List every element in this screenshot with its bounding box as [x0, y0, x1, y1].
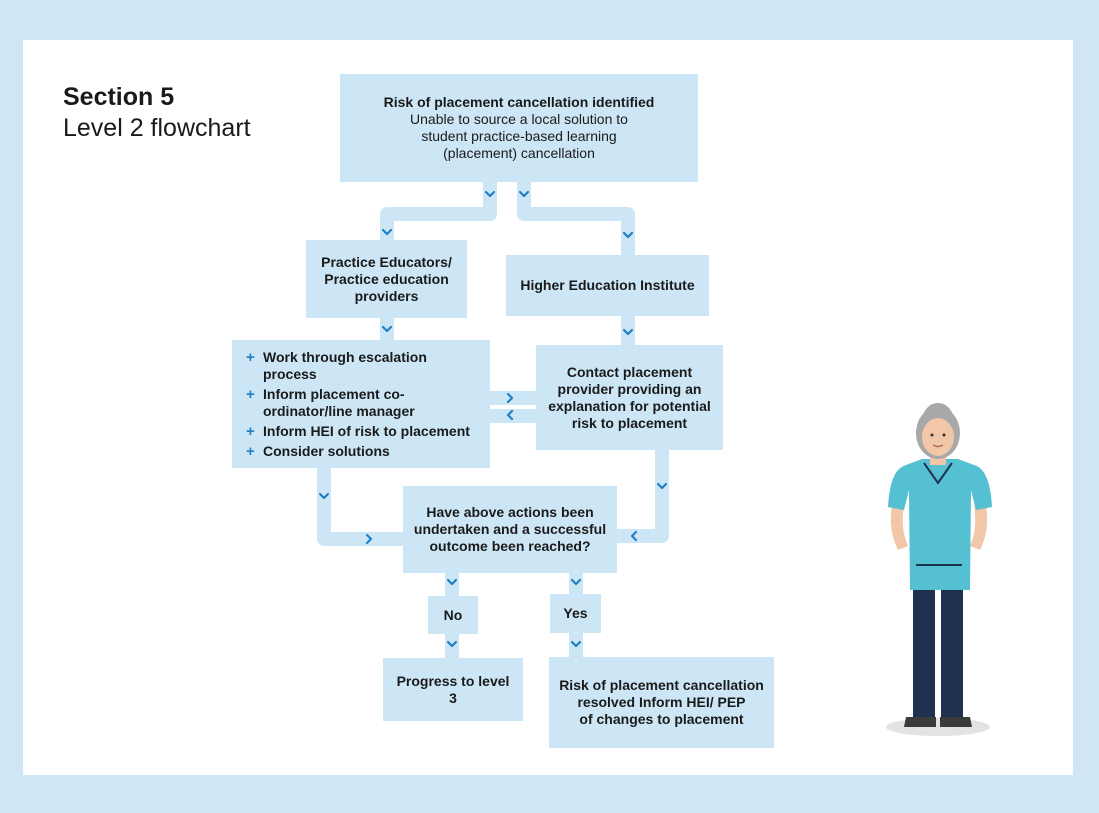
decision-label: Have above actions been undertaken and a…	[413, 504, 607, 554]
no-box: No	[428, 596, 478, 634]
start-title: Risk of placement cancellation identifie…	[383, 94, 655, 110]
chevron-down-icon	[446, 640, 458, 648]
practice-educators-box: Practice Educators/ Practice education p…	[306, 240, 467, 318]
hei-label: Higher Education Institute	[520, 277, 695, 293]
start-body: Unable to source a local solution to stu…	[410, 111, 628, 161]
chevron-down-icon	[446, 578, 458, 586]
chevron-left-icon	[506, 409, 514, 421]
actions-box: +Work through escalation process +Inform…	[232, 340, 490, 468]
practice-educators-label: Practice Educators/ Practice education p…	[321, 253, 452, 304]
chevron-down-icon	[518, 190, 530, 198]
chevron-down-icon	[381, 325, 393, 333]
chevron-down-icon	[381, 228, 393, 236]
chevron-right-icon	[506, 392, 514, 404]
contact-label: Contact placement provider providing an …	[548, 363, 711, 431]
chevron-down-icon	[656, 482, 668, 490]
chevron-right-icon	[365, 533, 373, 545]
chevron-down-icon	[570, 578, 582, 586]
plus-icon: +	[246, 422, 255, 440]
plus-icon: +	[246, 348, 255, 366]
chevron-down-icon	[570, 640, 582, 648]
list-item: +Inform placement co-ordinator/line mana…	[246, 385, 415, 419]
chevron-down-icon	[318, 492, 330, 500]
decision-box: Have above actions been undertaken and a…	[403, 486, 617, 573]
resolved-text: Risk of placement cancellation resolved …	[559, 677, 764, 727]
hei-box: Higher Education Institute	[506, 255, 709, 316]
yes-box: Yes	[550, 594, 601, 633]
no-label: No	[443, 606, 463, 623]
progress-box: Progress to level 3	[383, 658, 523, 721]
start-box: Risk of placement cancellation identifie…	[340, 74, 698, 182]
plus-icon: +	[246, 442, 255, 460]
chevron-down-icon	[484, 190, 496, 198]
flowchart-title: Level 2 flowchart	[63, 114, 251, 142]
title-block: Section 5 Level 2 flowchart	[63, 82, 251, 144]
plus-icon: +	[246, 385, 255, 403]
contact-box: Contact placement provider providing an …	[536, 345, 723, 450]
nurse-illustration	[886, 403, 992, 736]
progress-label: Progress to level 3	[396, 672, 510, 706]
chevron-down-icon	[622, 328, 634, 336]
section-title: Section 5	[63, 83, 175, 111]
actions-list: +Work through escalation process +Inform…	[246, 346, 482, 463]
chevron-left-icon	[630, 530, 638, 542]
list-item: +Inform HEI of risk to placement	[246, 422, 470, 440]
list-item: +Work through escalation process	[246, 348, 427, 382]
yes-label: Yes	[563, 605, 588, 621]
chevron-down-icon	[622, 231, 634, 239]
list-item: +Consider solutions	[246, 442, 390, 460]
resolved-box: Risk of placement cancellation resolved …	[549, 657, 774, 748]
